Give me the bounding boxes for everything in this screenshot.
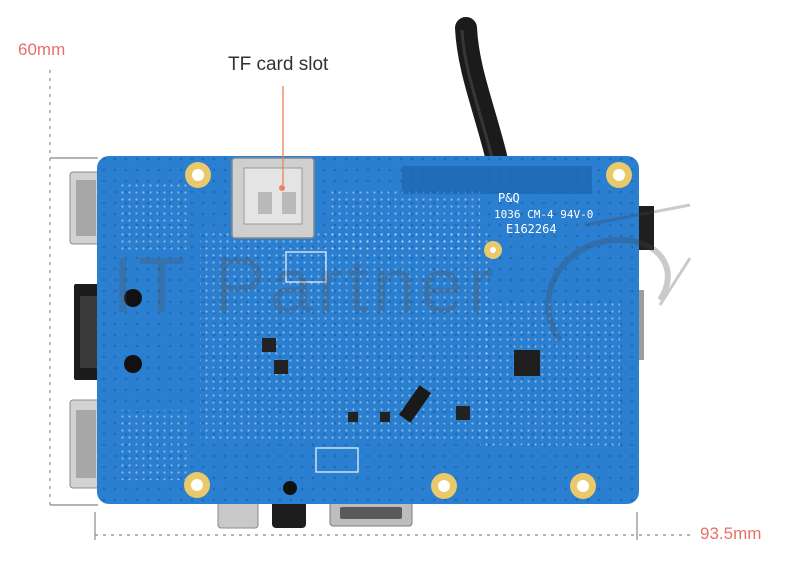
hdmi-port-inner xyxy=(340,507,402,519)
ic-chip xyxy=(514,350,540,376)
ic-outline xyxy=(315,447,359,473)
tf-card-slot-label: TF card slot xyxy=(228,54,329,75)
ic-chip xyxy=(274,360,288,374)
power-cable-highlight xyxy=(460,29,494,159)
mounting-hole-bottom-mid xyxy=(431,473,457,499)
ic-chip xyxy=(348,412,358,422)
component-area-right xyxy=(480,300,620,450)
screw-top xyxy=(124,289,142,307)
width-dimension-label: 93.5mm xyxy=(700,524,762,543)
ethernet-port-inner xyxy=(80,296,98,368)
ic-chip xyxy=(380,412,390,422)
power-cable xyxy=(455,17,508,171)
component-area-center xyxy=(200,230,490,440)
mounting-hole-bottom-left xyxy=(184,472,210,498)
ic-outline xyxy=(285,251,327,283)
height-dimension-label: 60mm xyxy=(18,40,66,59)
ic-chip xyxy=(456,406,470,420)
ic-chip xyxy=(398,385,432,423)
board-brand-marking: P&Q xyxy=(498,191,520,205)
mounting-hole-top-right xyxy=(606,162,632,188)
usb-port-top-inner xyxy=(76,180,96,236)
component-area-left xyxy=(120,180,190,250)
gpio-header xyxy=(402,166,592,194)
screw-bottom xyxy=(124,355,142,373)
usb-port-bottom-inner xyxy=(76,410,96,478)
screw-bottom-center xyxy=(283,481,297,495)
ic-chip xyxy=(262,338,276,352)
audio-jack xyxy=(272,498,306,528)
watermark: IT Partner xyxy=(112,203,692,342)
board-serial-marking: E162264 xyxy=(506,222,557,236)
tf-card-slot xyxy=(231,157,315,239)
test-pad-center xyxy=(484,241,502,259)
component-area-top xyxy=(330,190,480,250)
watermark-text: IT Partner xyxy=(112,241,497,329)
usb-micro-connector xyxy=(217,499,259,529)
board-code-marking: 1036 CM-4 94V-0 xyxy=(494,208,593,221)
mounting-hole-top-left xyxy=(185,162,211,188)
mounting-hole-bottom-right xyxy=(570,473,596,499)
component-area-bottom-left xyxy=(120,410,190,480)
